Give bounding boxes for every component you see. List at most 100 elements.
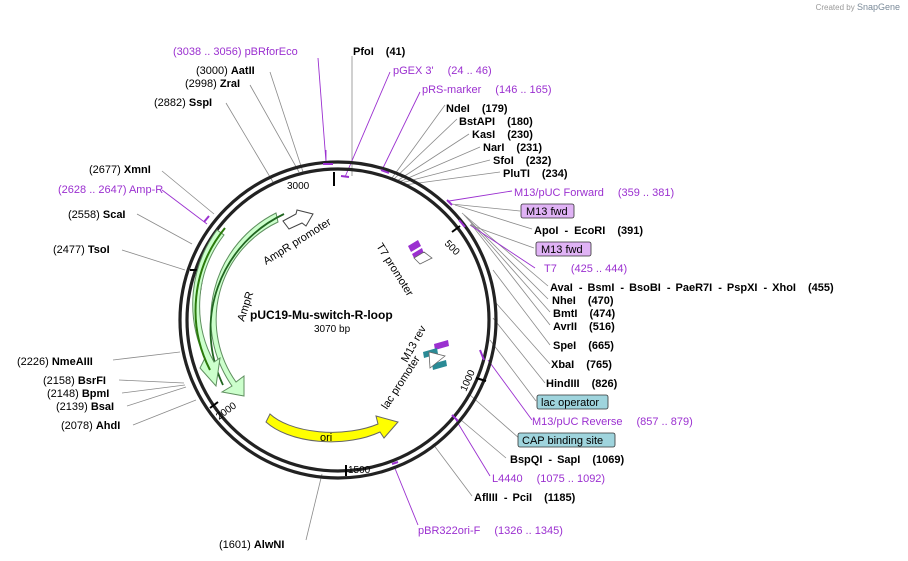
m13fwd-a-label: M13 fwd — [526, 206, 568, 218]
site-nmeaiii-pos: (2226) — [17, 356, 49, 368]
primer-m13puc-forward-name: M13/pUC Forward — [514, 187, 604, 199]
site-kasi-name: KasI — [472, 129, 495, 141]
site-pspxi-name: PspXI — [727, 282, 758, 294]
site-afliii-name: AflIII — [474, 492, 498, 504]
site-afliii-pcii: AflIII-PciI(1185) — [474, 492, 576, 504]
primer-pgex3: pGEX 3'(24 .. 46) — [393, 65, 492, 77]
site-kasi-pos: (230) — [507, 129, 533, 141]
ampr-outer-line — [194, 227, 226, 371]
site-zrai-pos: (2998) — [185, 78, 217, 90]
site-aatii-pos: (3000) — [196, 65, 228, 77]
credit: Created by SnapGene — [816, 2, 900, 12]
site-nari-pos: (231) — [516, 142, 542, 154]
site-zrai: (2998) ZraI — [185, 78, 240, 90]
site-pcii-pos: (1185) — [544, 492, 576, 504]
tick-1500: 1500 — [348, 465, 371, 476]
site-scai-pos: (2558) — [68, 209, 100, 221]
primer-l4440-name: L4440 — [492, 473, 523, 485]
site-nmeaiii-name: NmeAIII — [52, 356, 93, 368]
ori-arrow — [265, 413, 399, 443]
t7-mark-1 — [408, 240, 421, 252]
primer-l4440-range: (1075 .. 1092) — [537, 473, 606, 485]
site-sfoi-pos: (232) — [526, 155, 552, 167]
primer-prs-marker: pRS-marker (146 .. 165) — [422, 84, 552, 96]
m13fwd-box-b — [535, 241, 592, 257]
primer-marks — [203, 163, 485, 465]
site-tsoi-pos: (2477) — [53, 244, 85, 256]
primer-pbr322ori-f-name: pBR322ori-F — [418, 525, 481, 537]
site-bmti: BmtI(474) — [553, 308, 615, 320]
primer-m13puc-reverse: M13/pUC Reverse(857 .. 879) — [532, 416, 693, 428]
primer-t7-range: (425 .. 444) — [571, 263, 627, 275]
snapgene-logo: SnapGene — [856, 2, 900, 12]
site-xmni-name: XmnI — [124, 164, 151, 176]
primer-pbr322ori-f-range: (1326 .. 1345) — [494, 525, 563, 537]
primer-pgex3-name: pGEX 3' — [393, 65, 434, 77]
site-scai-name: ScaI — [103, 209, 126, 221]
site-bsai-name: BsaI — [91, 401, 114, 413]
leader-lines — [112, 56, 551, 541]
primer-pbrforeco-range: (3038 .. 3056) — [173, 46, 242, 58]
site-bsrfi-pos: (2158) — [43, 375, 75, 387]
ampr-arrow — [210, 212, 279, 397]
site-bpmi-name: BpmI — [82, 388, 110, 400]
site-xmni-pos: (2677) — [89, 164, 121, 176]
primer-l4440: L4440 (1075 .. 1092) — [492, 473, 605, 485]
site-pfoi-pos: (41) — [386, 46, 406, 58]
primer-prs-marker-range: (146 .. 165) — [495, 84, 551, 96]
ampr-promoter-arrow — [282, 209, 314, 230]
site-hindiii-name: HindIII — [546, 378, 580, 390]
site-bsobi-name: BsoBI — [629, 282, 661, 294]
site-tsoi-name: TsoI — [88, 244, 110, 256]
site-ndei-pos: (179) — [482, 103, 508, 115]
lac-operator-label: lac operator — [541, 397, 599, 409]
site-bsai: (2139) BsaI — [56, 401, 114, 413]
plasmid-length: 3070 bp — [314, 324, 351, 335]
site-ndei: NdeI (179) — [446, 103, 508, 115]
site-alwni-pos: (1601) — [219, 539, 251, 551]
site-bspqi-name: BspQI — [510, 454, 542, 466]
site-pluti: PluTI (234) — [503, 168, 568, 180]
backbone-outer — [178, 160, 498, 480]
site-ecori-name: EcoRI — [574, 225, 605, 237]
primer-amp-r-name: Amp-R — [129, 184, 163, 196]
lac-promoter-label: lac promoter — [379, 354, 423, 412]
site-paer7i-name: PaeR7I — [676, 282, 713, 294]
box-leaders — [450, 203, 537, 440]
site-sspi-name: SspI — [189, 97, 212, 109]
site-bstapi-name: BstAPI — [459, 116, 495, 128]
site-pcii-name: PciI — [513, 492, 533, 504]
lac-operator-box — [536, 394, 609, 410]
site-bsrfi-name: BsrFI — [78, 375, 106, 387]
site-nhei: NheI(470) — [552, 295, 614, 307]
site-spei: SpeI(665) — [553, 340, 614, 352]
ampr-cds-line — [209, 213, 285, 386]
primer-m13puc-reverse-name: M13/pUC Reverse — [532, 416, 622, 428]
site-xbai-pos: (765) — [586, 359, 612, 371]
site-xmni: (2677) XmnI — [89, 164, 151, 176]
cap-site-label: CAP binding site — [522, 435, 603, 447]
site-sspi: (2882) SspI — [154, 97, 212, 109]
m13rev-mark — [434, 340, 449, 350]
backbone-inner — [185, 167, 491, 473]
site-ndei-name: NdeI — [446, 103, 470, 115]
site-pluti-name: PluTI — [503, 168, 530, 180]
site-aatii-name: AatII — [231, 65, 255, 77]
m13fwd-b-label: M13 fwd — [541, 244, 583, 256]
site-alwni-name: AlwNI — [254, 539, 285, 551]
primer-prs-marker-name: pRS-marker — [422, 84, 482, 96]
site-apoi-ecori: ApoI-EcoRI(391) — [534, 225, 643, 237]
site-apoi-name: ApoI — [534, 225, 558, 237]
site-ahdi: (2078) AhdI — [61, 420, 120, 432]
t7-promoter-label: T7 promoter — [373, 241, 415, 298]
site-pfoi-name: PfoI — [353, 46, 374, 58]
site-pluti-pos: (234) — [542, 168, 568, 180]
cap-site-box — [517, 432, 616, 448]
site-nhei-name: NheI — [552, 295, 576, 307]
credit-prefix: Created by — [815, 3, 855, 12]
primer-pbrforeco: (3038 .. 3056) pBRforEco — [173, 46, 298, 58]
site-avrii-pos: (516) — [589, 321, 615, 333]
site-xbai-name: XbaI — [551, 359, 574, 371]
site-spei-pos: (665) — [588, 340, 614, 352]
